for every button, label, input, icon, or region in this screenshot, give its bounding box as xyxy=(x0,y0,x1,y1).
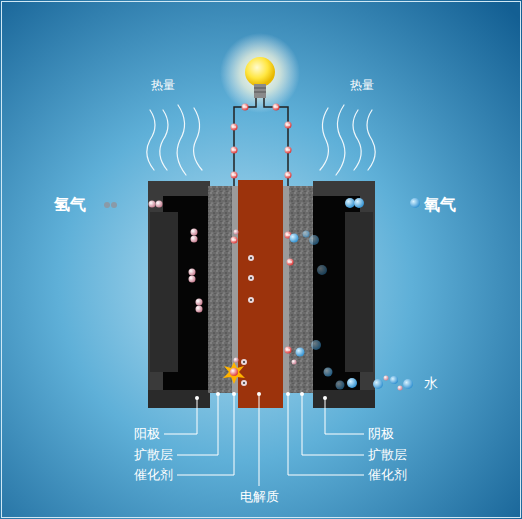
part-label: 阴极 xyxy=(368,426,394,442)
water-label: 水 xyxy=(424,375,438,392)
part-label: 扩散层 xyxy=(368,447,407,463)
part-label: 阳极 xyxy=(134,426,160,442)
part-label: 电解质 xyxy=(240,489,279,505)
part-label: 催化剂 xyxy=(134,467,173,483)
heat-label: 热量 xyxy=(350,78,374,92)
gas-label: 氧气 xyxy=(424,195,456,214)
heat-label: 热量 xyxy=(151,78,175,92)
gas-label: 氢气 xyxy=(54,195,86,214)
part-label: 催化剂 xyxy=(368,467,407,483)
part-label: 扩散层 xyxy=(134,447,173,463)
